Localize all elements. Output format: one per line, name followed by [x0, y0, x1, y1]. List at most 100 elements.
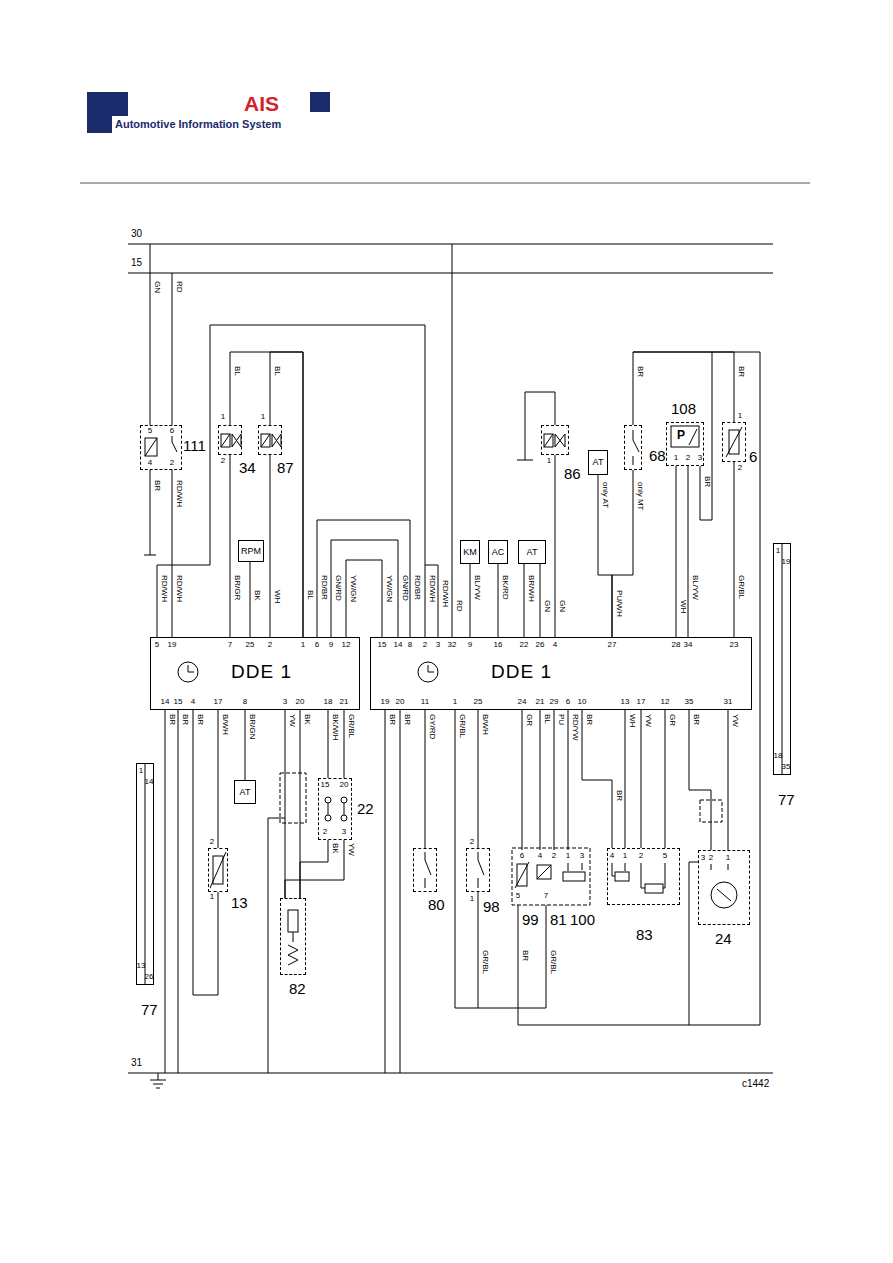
wire: [425, 565, 438, 637]
wire: [700, 352, 712, 520]
wire-connector: [478, 710, 479, 848]
component-symbol: [711, 864, 731, 901]
pin-number: 2: [423, 641, 427, 649]
component-outline: 111: [140, 425, 182, 470]
pin-number: 34: [684, 641, 693, 649]
component-number: 86: [564, 466, 581, 481]
wire-color: GR/BL: [458, 714, 467, 738]
component-symbol: [261, 434, 281, 447]
wire-color: BR: [403, 714, 412, 725]
wire-color: BR: [636, 366, 645, 377]
pin-number: 2: [709, 854, 713, 862]
pin-number: 1: [139, 767, 143, 775]
pin-number: 3: [283, 698, 287, 706]
pin-number: 2: [221, 457, 225, 465]
wire-color: RD: [175, 281, 184, 293]
wire-connector: [554, 710, 555, 850]
wire-color: BL: [306, 590, 315, 600]
pin-number: 19: [381, 698, 390, 706]
wire-color: BR/WH: [527, 575, 536, 602]
wire-color: RD: [455, 600, 464, 612]
signal-box: KM: [460, 540, 480, 564]
wire-color: RD/BR: [413, 575, 422, 600]
wire-color: BR: [168, 714, 177, 725]
rail-number: 15: [131, 258, 142, 268]
pin-number: 11: [421, 698, 429, 706]
pin-number: 22: [520, 641, 529, 649]
component-symbol: [671, 426, 699, 447]
pin-number: 4: [610, 852, 614, 860]
wire-color: BR: [692, 714, 701, 725]
wire-connector: [193, 710, 218, 995]
pin-number: 1: [470, 895, 474, 903]
wire-connector: [270, 352, 303, 637]
wire-connector: [346, 560, 382, 637]
pin-number: 19: [782, 558, 791, 566]
wire-connector: [612, 470, 633, 637]
wire-color: B/WH: [221, 714, 230, 735]
component-number: 6: [749, 449, 757, 464]
component-symbol: [689, 429, 697, 445]
component-outline: 83: [607, 848, 680, 905]
pin-number: 6: [520, 852, 524, 860]
wire: [518, 352, 760, 1025]
wire-connector: [676, 466, 677, 637]
pin-number: 3: [701, 854, 705, 862]
component-symbol: [568, 863, 582, 871]
wire: [150, 1073, 166, 1088]
module-name: DDE 1: [231, 662, 292, 681]
wire-color: YW: [644, 714, 653, 727]
wire-connector: [524, 564, 525, 637]
wire-color: BL/YW: [691, 575, 700, 600]
wire-connector: [245, 710, 246, 780]
wire-color: BK/WH: [331, 714, 340, 740]
wire-color: BR/GN: [248, 714, 257, 739]
wire-color: RD/WH: [175, 575, 184, 602]
logo-mark: [87, 92, 330, 133]
component-number: 99: [522, 912, 539, 927]
wire-connector: [157, 325, 425, 637]
wire-color: GR/BL: [737, 575, 746, 599]
wire-connector: [498, 564, 499, 637]
pin-number: 2: [552, 852, 556, 860]
box-label: AT: [593, 458, 604, 467]
wire-color: BR/GR: [233, 575, 242, 600]
component-number: 87: [277, 460, 294, 475]
wire: [478, 905, 546, 1008]
component-symbol: [145, 436, 177, 456]
pin-number: 32: [448, 641, 457, 649]
wire-color: GN: [558, 600, 567, 612]
component-number: 80: [428, 897, 445, 912]
wire-connector: [555, 455, 556, 637]
signal-box: AT: [588, 450, 608, 475]
wire-connector: [641, 710, 642, 848]
wire-color: WH: [679, 600, 688, 613]
component-outline: 86: [541, 425, 569, 455]
pin-number: 5: [663, 852, 667, 860]
pin-number: 24: [518, 698, 527, 706]
pin-number: 12: [342, 641, 351, 649]
wire-color: GR/BL: [549, 950, 558, 974]
pin-number: 5: [155, 641, 159, 649]
wire-color: BL/YW: [473, 575, 482, 600]
wire-color: RD/WH: [441, 580, 450, 607]
pin-number: 4: [148, 459, 152, 467]
component-number: 13: [231, 895, 248, 910]
housing-outline: [512, 848, 590, 905]
pin-number: 15: [321, 781, 330, 789]
pin-number: 2: [170, 459, 174, 467]
pin-number: 12: [661, 698, 670, 706]
component-number: 100: [570, 912, 595, 927]
sensor-letter: P: [677, 429, 685, 441]
pin-number: 2: [268, 641, 272, 649]
wire-color: BR: [615, 790, 624, 801]
pin-number: 31: [724, 698, 733, 706]
wire-color: BR: [388, 714, 397, 725]
component-number: 82: [289, 981, 306, 996]
rail-number: 31: [131, 1058, 142, 1068]
pin-number: 14: [145, 778, 154, 786]
pin-number: 26: [536, 641, 545, 649]
component-symbol: [178, 662, 198, 682]
pin-number: 1: [726, 854, 730, 862]
component-symbol: [633, 430, 639, 465]
